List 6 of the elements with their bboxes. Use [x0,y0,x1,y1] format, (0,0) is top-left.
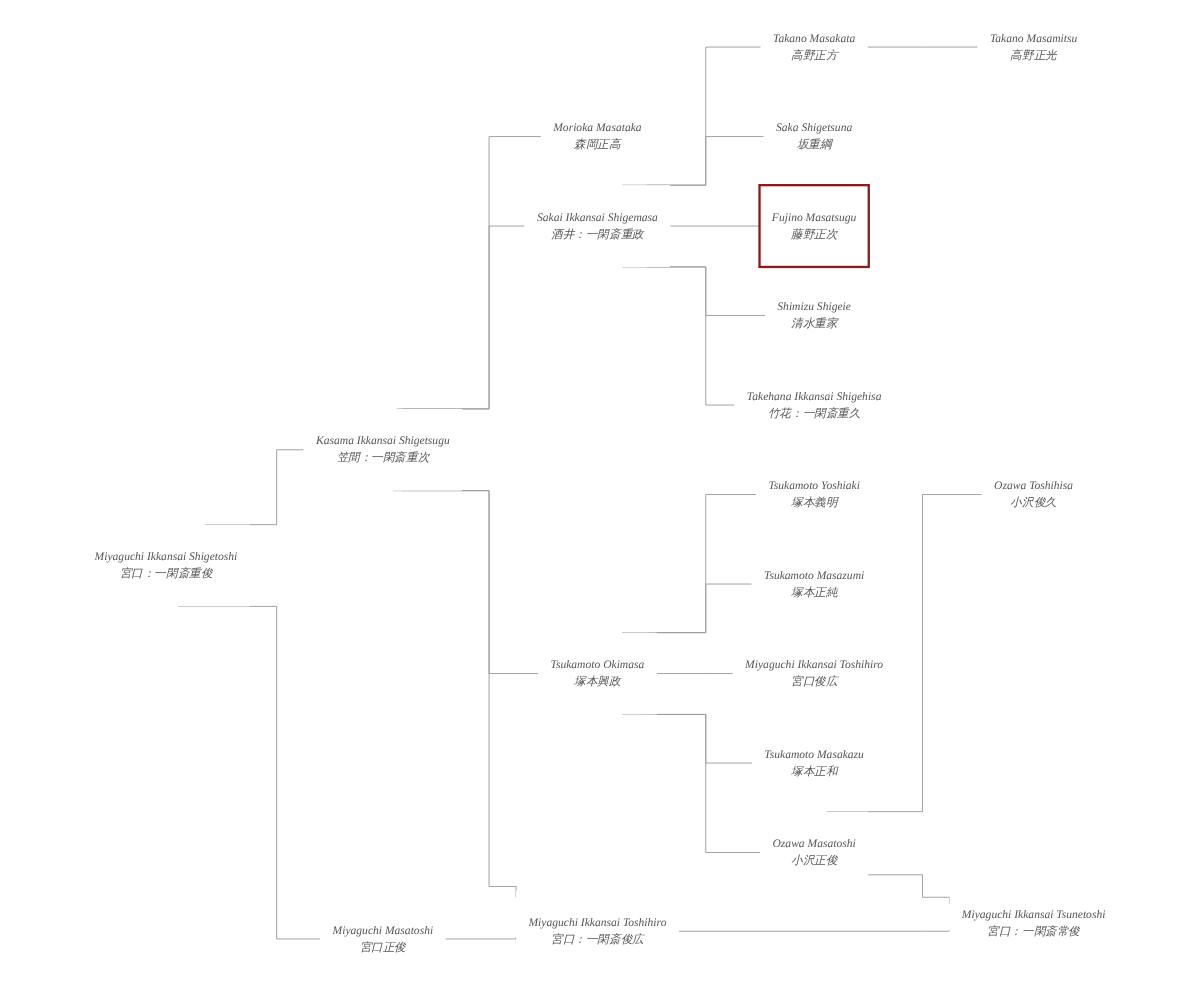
connector [656,673,734,674]
connector [669,225,760,227]
connector [867,46,979,48]
connector [678,928,950,932]
connector [445,936,517,940]
connector [621,266,735,406]
